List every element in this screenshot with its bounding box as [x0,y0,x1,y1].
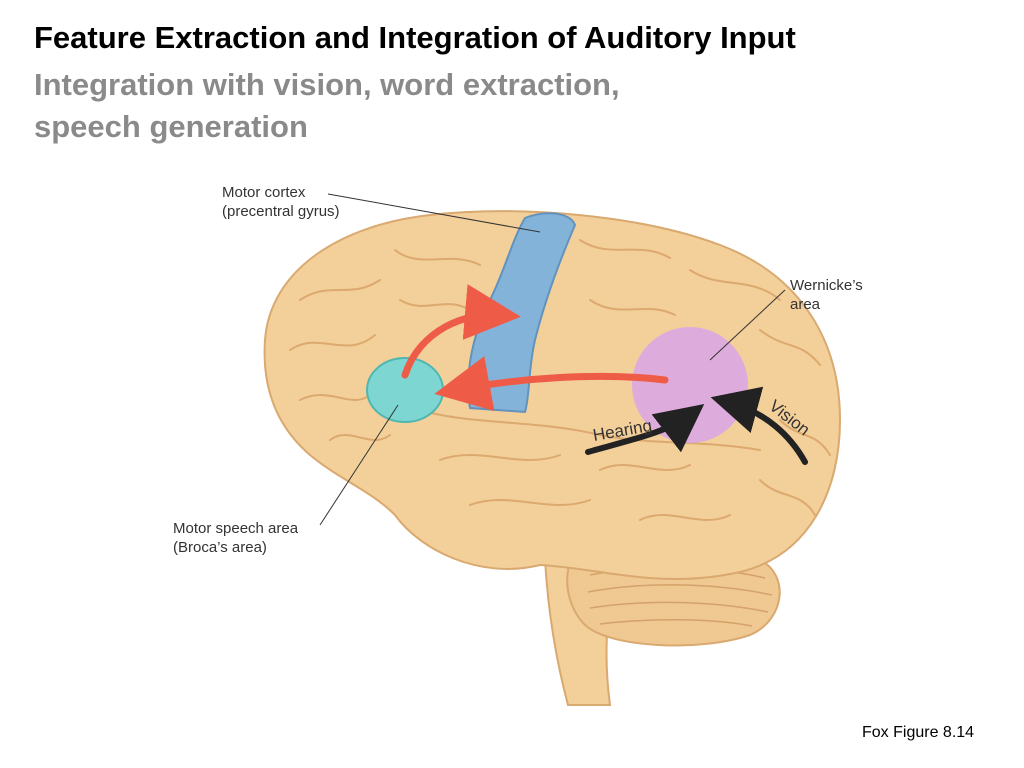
figure-credit: Fox Figure 8.14 [862,724,975,741]
slide-title: Feature Extraction and Integration of Au… [34,20,796,55]
wernicke-to-broca-arrow [434,356,669,412]
hearing-arrow [585,404,705,455]
subtitle-line-2: speech generation [34,109,308,144]
motor-cortex-label-line1: Motor cortex [222,184,306,201]
motor-cortex-label-line2: (precentral gyrus) [222,203,340,220]
vision-arrow [710,386,808,465]
broca-label-line2: (Broca’s area) [173,539,267,556]
wernicke-label-line1: Wernicke’s [790,277,863,294]
slide-subtitle: Integration with vision, word extraction… [34,64,794,148]
brain-folds [289,239,831,521]
wernicke-label-line2: area [790,296,821,313]
subtitle-line-1: Integration with vision, word extraction… [34,67,620,102]
broca-label-line1: Motor speech area [173,520,299,537]
leader-lines [319,193,786,526]
broca-to-motor-arrow [401,284,521,379]
